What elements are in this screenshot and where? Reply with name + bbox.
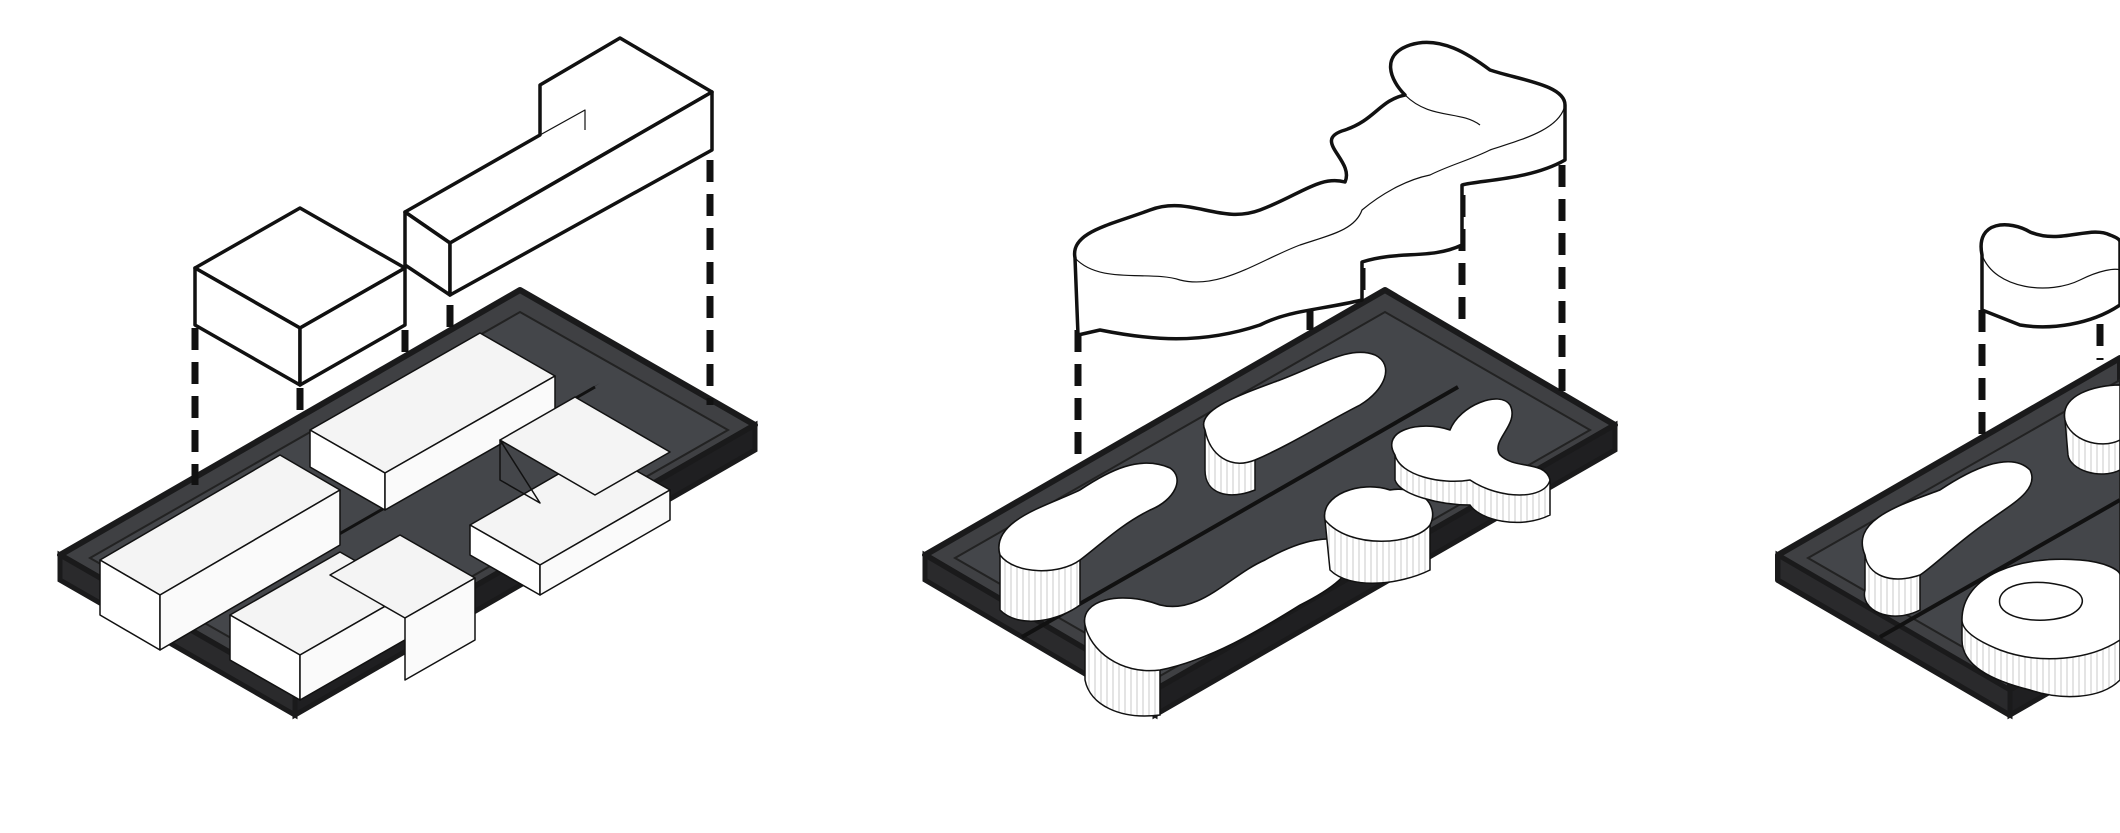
panel-organic <box>922 40 1618 720</box>
ground-box-1a <box>99 454 341 651</box>
ground-blob-2a <box>998 462 1178 622</box>
ground-blob-2e <box>1391 398 1551 524</box>
floating-box-1a <box>193 206 407 387</box>
floating-cylinder-3 <box>1979 223 2120 329</box>
ground-blob-3b <box>2063 384 2120 475</box>
ground-blob-2d <box>1324 486 1434 584</box>
ground-blob-2c <box>1083 538 1353 717</box>
floating-blob-ribbon <box>1072 40 1567 341</box>
ground-blob-3a <box>1861 461 2033 617</box>
projection-lines-1 <box>191 160 714 485</box>
ground-blob-2b <box>1202 351 1387 496</box>
ground-cylinder-3c <box>1961 558 2120 698</box>
ground-box-1b <box>309 332 556 511</box>
panel-rectilinear <box>57 36 758 720</box>
ground-box-1c <box>229 534 476 701</box>
panel-cylinders <box>1775 223 2120 720</box>
floating-box-1b <box>403 36 714 297</box>
ground-box-1d <box>469 396 671 596</box>
